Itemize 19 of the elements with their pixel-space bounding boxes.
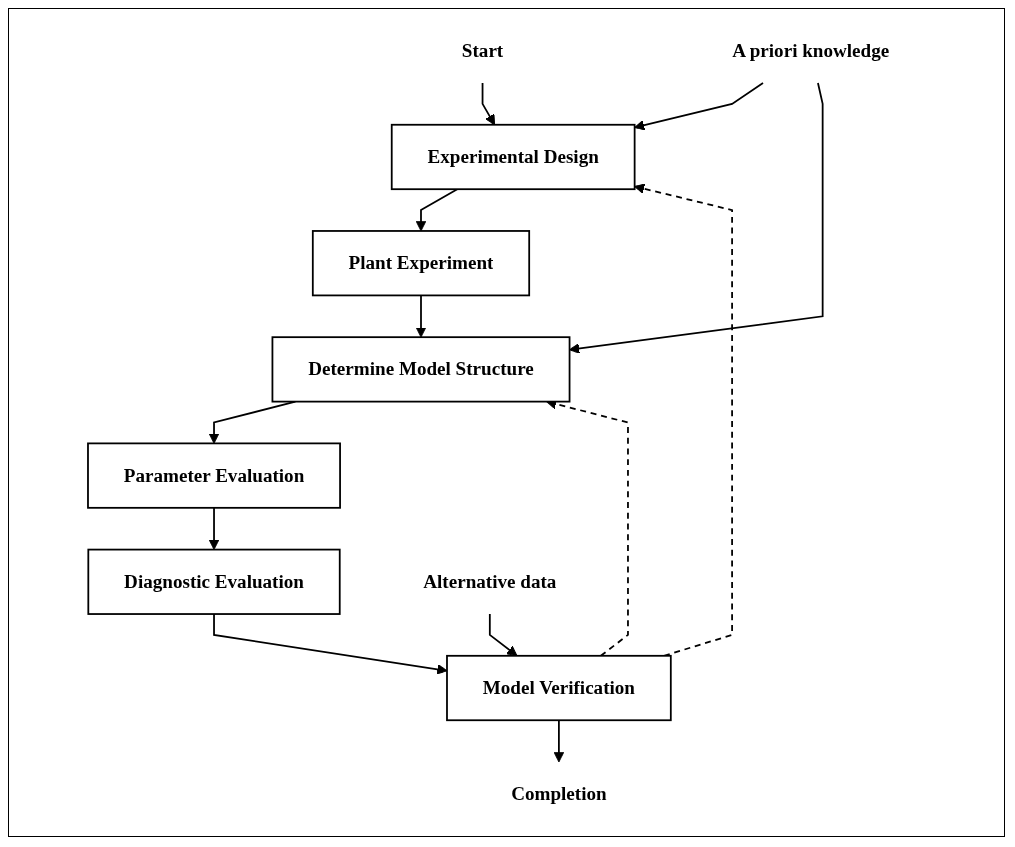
node-box: Determine Model Structure (271, 336, 571, 403)
arrow (569, 82, 824, 354)
node-text: Start (461, 40, 504, 61)
node-box: Plant Experiment (311, 230, 531, 297)
arrow (415, 188, 459, 232)
node-box: Diagnostic Evaluation (87, 548, 341, 615)
arrow (208, 506, 220, 551)
arrow (634, 82, 764, 131)
node-text: A priori knowledge (732, 40, 890, 61)
arrow (481, 82, 496, 126)
arrow (553, 719, 565, 763)
arrow (634, 183, 733, 657)
arrow (415, 294, 427, 338)
node-box: Parameter Evaluation (87, 442, 341, 509)
node-box: Model Verification (446, 654, 672, 722)
node-text: Alternative data (423, 571, 557, 592)
arrow (488, 613, 518, 657)
node-box: Experimental Design (390, 123, 636, 191)
node-text: Completion (511, 783, 607, 804)
